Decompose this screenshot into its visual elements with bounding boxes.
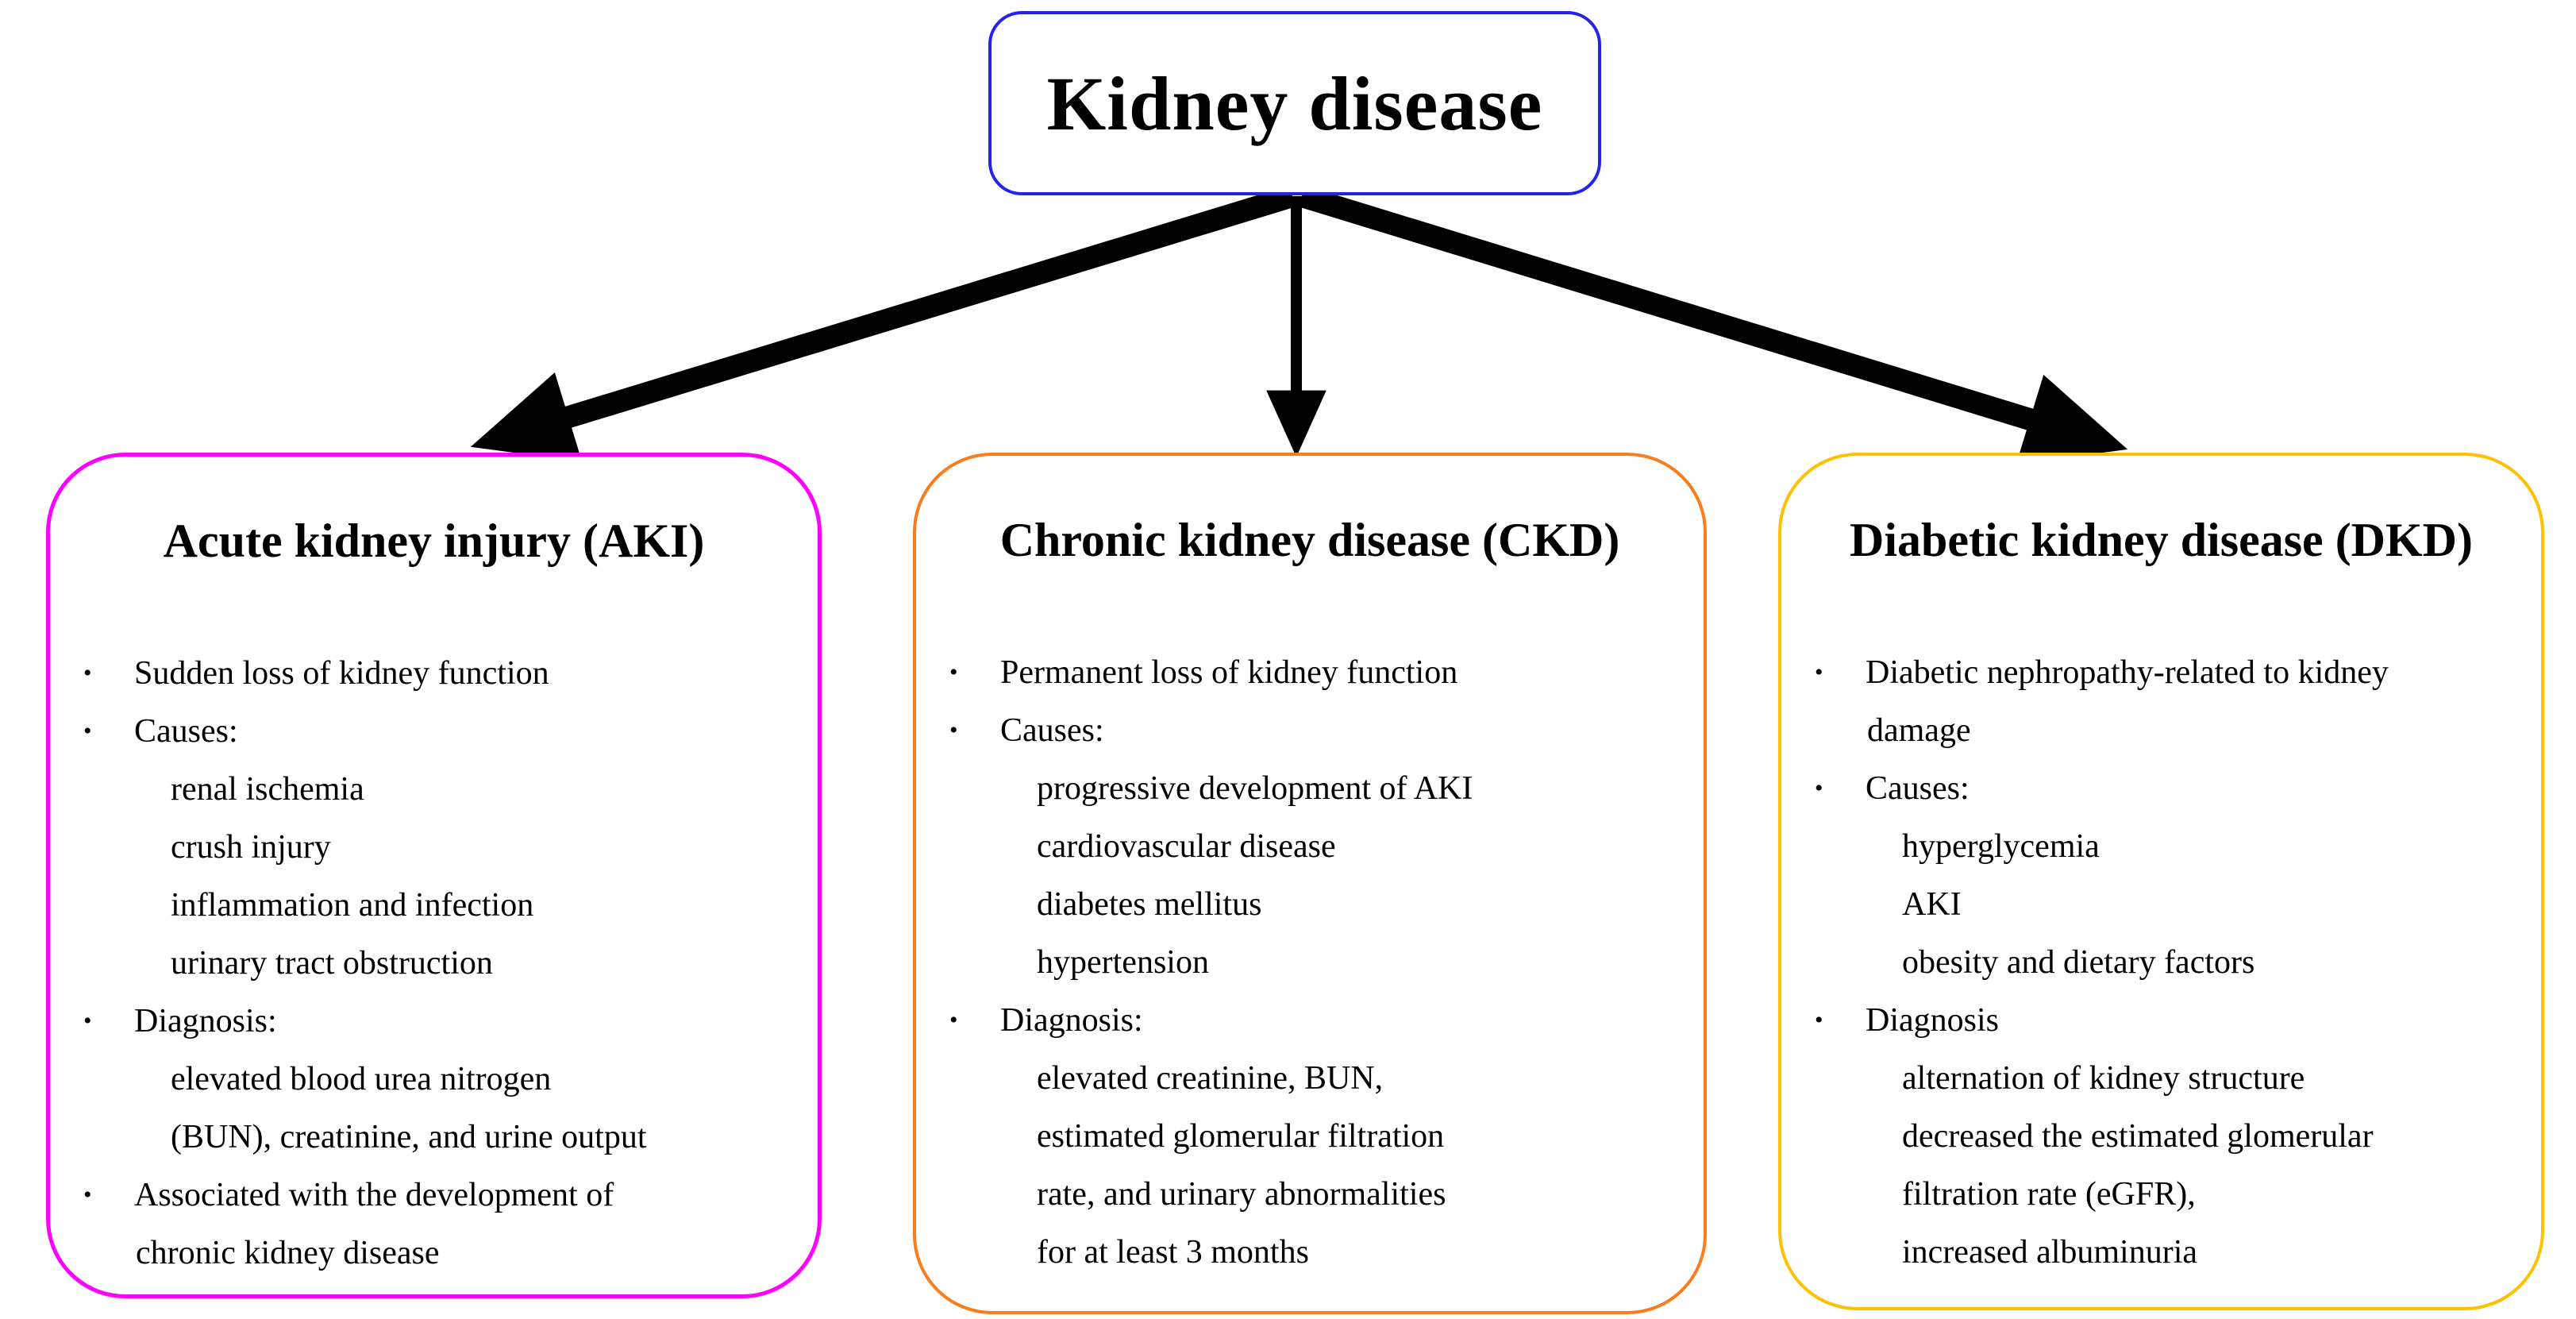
bullet-icon: • <box>1815 658 1823 685</box>
list-item-text: Diagnosis <box>1866 1001 1999 1039</box>
bullet-icon: • <box>83 717 92 744</box>
list-item: AKI <box>1781 875 2541 933</box>
list-item-text: for at least 3 months <box>1037 1233 1309 1271</box>
list-item: • Diabetic nephropathy-related to kidney <box>1781 643 2541 701</box>
list-item-text: obesity and dietary factors <box>1902 943 2255 981</box>
list-item: renal ischemia <box>50 760 818 818</box>
ckd-box-lines: • Permanent loss of kidney function • Caus… <box>916 643 1704 1281</box>
list-item-text: Causes: <box>1866 769 1970 807</box>
list-item-text: Causes: <box>134 712 238 750</box>
list-item-text: urinary tract obstruction <box>171 944 493 982</box>
dkd-box-lines: •Diabetic nephropathy-related to kidney … <box>1781 643 2541 1281</box>
root-node-kidney-disease: Kidney disease <box>988 11 1601 195</box>
aki-box-title: Acute kidney injury (AKI) <box>163 515 705 567</box>
bullet-icon: • <box>949 658 958 685</box>
list-item: • Diagnosis: <box>50 992 818 1050</box>
list-item-text: elevated creatinine, BUN, <box>1037 1059 1384 1097</box>
list-item: progressive development of AKI <box>916 759 1704 817</box>
list-item-text: diabetes mellitus <box>1037 885 1262 923</box>
ckd-box: Chronic kidney disease (CKD) • Permanent … <box>913 453 1707 1314</box>
list-item-text: Permanent loss of kidney function <box>1000 654 1458 691</box>
bullet-icon: • <box>949 1006 958 1033</box>
list-item-text: crush injury <box>171 828 331 866</box>
list-item: filtration rate (eGFR), <box>1781 1165 2541 1223</box>
list-item: • Diagnosis: <box>916 991 1704 1049</box>
list-item: • Causes: <box>50 702 818 760</box>
bullet-icon: • <box>83 659 92 686</box>
list-item-text: Diagnosis: <box>1000 1001 1143 1039</box>
list-item-text: hypertension <box>1037 943 1209 981</box>
list-item: decreased the estimated glomerular <box>1781 1107 2541 1165</box>
list-item: estimated glomerular filtration <box>916 1107 1704 1165</box>
bullet-icon: • <box>83 1181 92 1208</box>
bullet-icon: • <box>949 716 958 743</box>
list-item-text: renal ischemia <box>171 770 364 808</box>
root-node-label: Kidney disease <box>1046 60 1543 146</box>
list-item: hypertension <box>916 933 1704 991</box>
list-item-text: chronic kidney disease <box>136 1234 440 1271</box>
list-item: increased albuminuria <box>1781 1223 2541 1281</box>
list-item-text: filtration rate (eGFR), <box>1902 1175 2196 1213</box>
bullet-icon: • <box>83 1007 92 1034</box>
list-item: obesity and dietary factors <box>1781 933 2541 991</box>
list-item: damage <box>1781 701 2541 759</box>
list-item: chronic kidney disease <box>50 1224 818 1282</box>
list-item-text: Sudden loss of kidney function <box>134 654 549 692</box>
list-item-text: hyperglycemia <box>1902 827 2100 865</box>
list-item: • Sudden loss of kidney function <box>50 644 818 702</box>
list-item-text: Diagnosis: <box>134 1002 277 1039</box>
list-item: rate, and urinary abnormalities <box>916 1165 1704 1223</box>
list-item: (BUN), creatinine, and urine output <box>50 1108 818 1166</box>
list-item: cardiovascular disease <box>916 817 1704 875</box>
list-item-text: AKI <box>1902 885 1962 923</box>
list-item: urinary tract obstruction <box>50 934 818 992</box>
list-item-text: (BUN), creatinine, and urine output <box>171 1118 647 1155</box>
arrow-to-dkd-box <box>1298 185 2128 465</box>
bullet-icon: • <box>1815 1006 1823 1033</box>
aki-box-lines: • Sudden loss of kidney function • Causes:… <box>50 644 818 1282</box>
ckd-box-title: Chronic kidney disease (CKD) <box>999 514 1620 566</box>
list-item: diabetes mellitus <box>916 875 1704 933</box>
list-item-text: progressive development of AKI <box>1037 769 1473 807</box>
list-item-text: elevated blood urea nitrogen <box>171 1060 552 1097</box>
list-item-text: increased albuminuria <box>1902 1233 2198 1271</box>
list-item: alternation of kidney structure <box>1781 1049 2541 1107</box>
list-item: • Causes: <box>1781 759 2541 817</box>
list-item-text: rate, and urinary abnormalities <box>1037 1175 1446 1213</box>
list-item-text: inflammation and infection <box>171 886 534 924</box>
bullet-icon: • <box>1815 774 1823 801</box>
list-item-text: estimated glomerular filtration <box>1037 1117 1445 1155</box>
list-item: for at least 3 months <box>916 1223 1704 1281</box>
list-item-text: cardiovascular disease <box>1037 827 1336 865</box>
list-item: elevated creatinine, BUN, <box>916 1049 1704 1107</box>
list-item: elevated blood urea nitrogen <box>50 1050 818 1108</box>
list-item: hyperglycemia <box>1781 817 2541 875</box>
list-item-text: damage <box>1867 712 1971 749</box>
list-item-text: Causes: <box>1000 712 1104 749</box>
list-item: • Diagnosis <box>1781 991 2541 1049</box>
list-item: • Associated with the development of <box>50 1166 818 1224</box>
list-item-text: decreased the estimated glomerular <box>1902 1117 2374 1155</box>
list-item: crush injury <box>50 818 818 876</box>
list-item: inflammation and infection <box>50 876 818 934</box>
list-item-text: Diabetic nephropathy-related to kidney <box>1866 654 2389 691</box>
arrow-to-aki-box <box>470 185 1296 462</box>
aki-box: Acute kidney injury (AKI) • Sudden loss o… <box>46 453 822 1298</box>
list-item: • Permanent loss of kidney function <box>916 643 1704 701</box>
list-item: • Causes: <box>916 701 1704 759</box>
dkd-box-title: Diabetic kidney disease (DKD) <box>1850 514 2473 566</box>
dkd-box: Diabetic kidney disease (DKD) • Diabetic … <box>1778 453 2544 1310</box>
list-item-text: alternation of kidney structure <box>1902 1059 2305 1097</box>
list-item-text: Associated with the development of <box>134 1176 614 1213</box>
